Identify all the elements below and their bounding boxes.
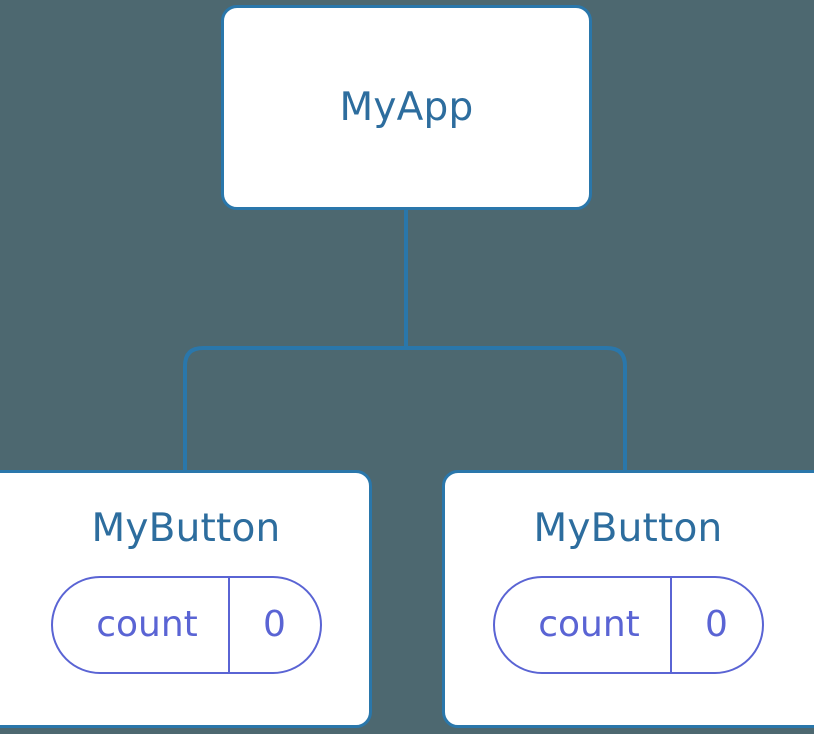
state-key-2: count bbox=[538, 604, 640, 645]
state-pill-2[interactable]: count 0 bbox=[492, 576, 764, 674]
connector-branch-left bbox=[183, 346, 406, 472]
node-mybutton-1[interactable]: MyButton count 0 bbox=[0, 470, 372, 728]
node-myapp-label: MyApp bbox=[339, 85, 474, 130]
node-mybutton-2-label: MyButton bbox=[533, 506, 723, 551]
state-pill-1[interactable]: count 0 bbox=[50, 576, 322, 674]
connector-branch-right bbox=[406, 346, 627, 472]
node-mybutton-2[interactable]: MyButton count 0 bbox=[442, 470, 814, 728]
node-mybutton-1-label: MyButton bbox=[91, 506, 281, 551]
state-value-1: 0 bbox=[227, 578, 320, 672]
state-key-1: count bbox=[96, 604, 198, 645]
node-myapp[interactable]: MyApp bbox=[221, 5, 592, 210]
state-value-2: 0 bbox=[669, 578, 762, 672]
